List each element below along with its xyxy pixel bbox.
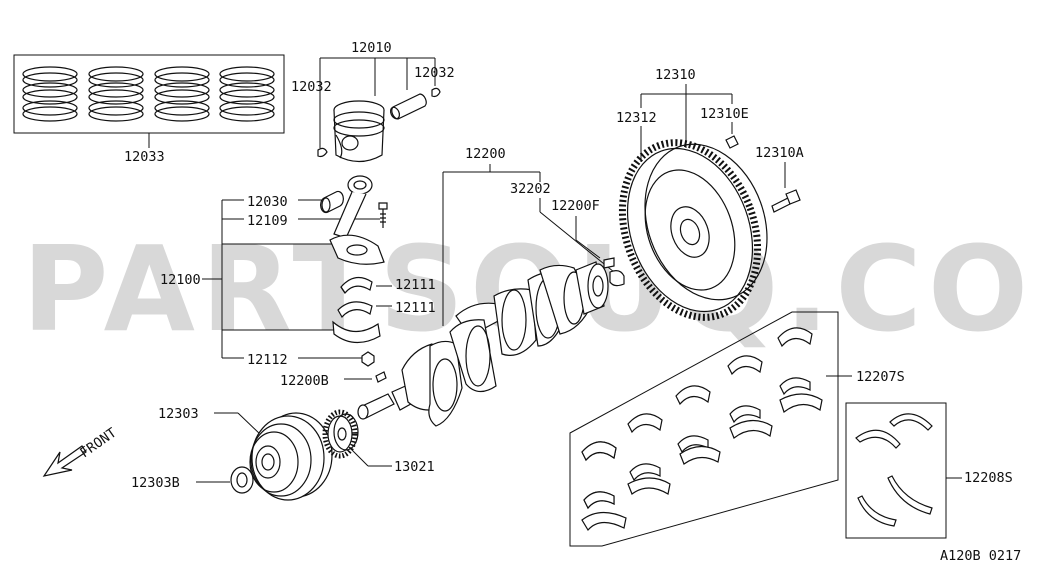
small-end-bushing-illustration [320, 190, 344, 214]
part-number-12100[interactable]: 12100 [160, 272, 201, 288]
part-number-12207S[interactable]: 12207S [856, 369, 905, 385]
part-number-12030[interactable]: 12030 [247, 194, 288, 210]
part-number-12208S[interactable]: 12208S [964, 470, 1013, 486]
crankshaft-illustration [357, 261, 609, 427]
snap-ring-right-icon [431, 87, 441, 98]
part-number-12200[interactable]: 12200 [465, 146, 506, 162]
part-number-12310[interactable]: 12310 [655, 67, 696, 83]
part-number-12111-lower[interactable]: 12111 [395, 300, 436, 316]
part-number-12312[interactable]: 12312 [616, 110, 657, 126]
part-number-12032-right[interactable]: 12032 [414, 65, 455, 81]
part-number-12112[interactable]: 12112 [247, 352, 288, 368]
part-number-12010[interactable]: 12010 [351, 40, 392, 56]
part-number-12200F[interactable]: 12200F [551, 198, 600, 214]
dowel-pin-icon [725, 135, 739, 149]
rod-bearing-lower-illustration [337, 301, 373, 319]
pulley-bolt-illustration [230, 466, 254, 494]
part-number-12033[interactable]: 12033 [124, 149, 165, 165]
part-number-13021[interactable]: 13021 [394, 459, 435, 475]
piston-illustration [333, 100, 385, 163]
piston-pin-illustration [389, 93, 427, 120]
part-number-12032-left[interactable]: 12032 [291, 79, 332, 95]
part-number-12303B[interactable]: 12303B [131, 475, 180, 491]
part-number-12310A[interactable]: 12310A [755, 145, 804, 161]
pilot-bearing-icon [603, 257, 615, 269]
thrust-washer-set-frame [845, 402, 947, 539]
diagram-code: A120B 0217 [940, 548, 1021, 564]
flywheel-illustration [618, 139, 768, 321]
rod-bearing-upper-illustration [340, 276, 373, 295]
main-bearing-set-frame [569, 311, 839, 547]
flywheel-bolt-illustration [771, 189, 801, 213]
part-number-12310E[interactable]: 12310E [700, 106, 749, 122]
part-number-12109[interactable]: 12109 [247, 213, 288, 229]
front-label: FRONT [77, 425, 119, 461]
rod-cap-illustration [332, 320, 381, 344]
main-bearing-shells-illustration [581, 327, 823, 532]
part-number-12200B[interactable]: 12200B [280, 373, 329, 389]
snap-ring-left-icon [317, 147, 328, 158]
piston-ring-set-illustration [13, 54, 285, 134]
front-direction-arrow-icon [42, 445, 87, 477]
rod-bolt-illustration [378, 202, 388, 228]
thrust-washer-illustration [855, 413, 933, 527]
part-number-12111-upper[interactable]: 12111 [395, 277, 436, 293]
crank-pulley-illustration [249, 412, 333, 501]
crank-key-icon [375, 371, 387, 383]
connecting-rod-illustration [329, 175, 385, 265]
crank-sprocket-illustration [322, 409, 359, 459]
rod-nut-icon [361, 351, 375, 367]
part-number-32202[interactable]: 32202 [510, 181, 551, 197]
part-number-12303[interactable]: 12303 [158, 406, 199, 422]
pilot-bushing-icon [609, 270, 625, 287]
